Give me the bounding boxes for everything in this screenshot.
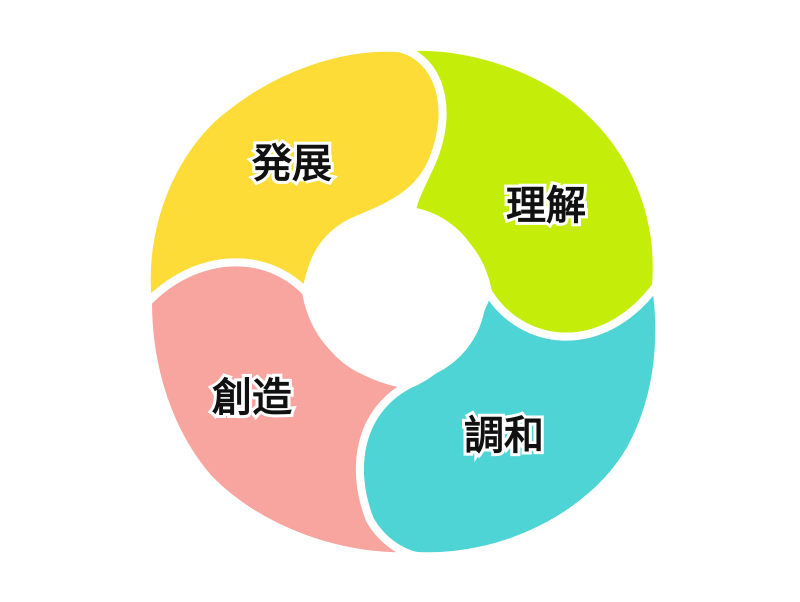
segment-bottom-left: 創造 [144, 258, 422, 561]
segment-bottom-left-shape [144, 258, 422, 561]
center-hole [310, 206, 486, 382]
segment-bottom-right-label: 調和 [464, 413, 544, 459]
segment-top-left-label: 発展 [252, 141, 332, 187]
segment-bottom-left-label: 創造 [212, 375, 292, 421]
segment-top-right-label: 理解 [506, 183, 586, 229]
segment-top-right: 理解 [394, 42, 661, 341]
